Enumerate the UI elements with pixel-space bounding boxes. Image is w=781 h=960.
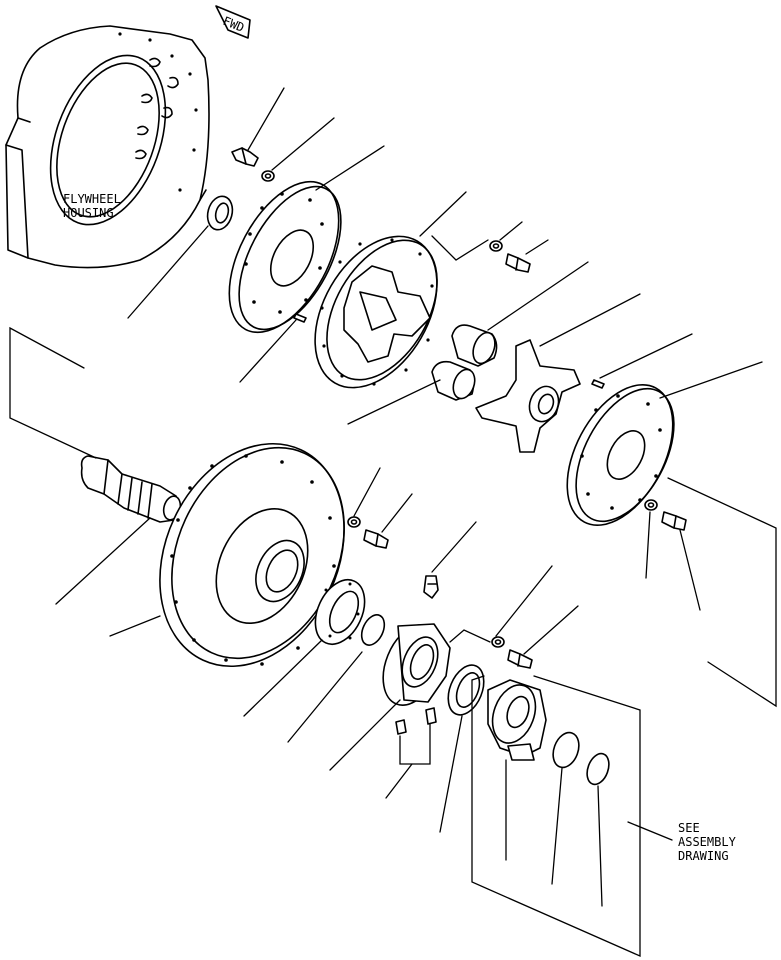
disc-cover (552, 731, 580, 769)
flywheel-housing-label-line1: FLYWHEEL (63, 192, 121, 206)
flywheel-housing: FLYWHEEL HOUSING (5, 25, 210, 269)
grease-fitting (423, 575, 439, 599)
see-assembly-note: SEE ASSEMBLY DRAWING (678, 821, 737, 863)
flex-plate (228, 180, 342, 334)
coupling-assembly (487, 679, 547, 761)
see-assembly-line2: ASSEMBLY (678, 835, 737, 849)
rubber-block-upper (451, 324, 498, 367)
retaining-ring (586, 752, 610, 786)
plug-2 (425, 707, 437, 725)
bolt-top (231, 147, 259, 167)
flex-plate-right (566, 383, 675, 527)
washer-right (644, 499, 658, 511)
rubber-block-lower (431, 360, 476, 401)
input-shaft (80, 455, 182, 523)
dowel-pin-1 (293, 313, 307, 323)
oil-seal (447, 664, 485, 716)
see-assembly-line3: DRAWING (678, 849, 729, 863)
coupling-hub (314, 235, 438, 389)
bearing (314, 579, 366, 645)
pilot-bearing (206, 195, 234, 231)
see-assembly-line1: SEE (678, 821, 700, 835)
washer-top (261, 170, 275, 182)
leader-lines (9, 87, 777, 957)
washer-lower (491, 636, 505, 648)
bearing-housing (382, 623, 451, 706)
dowel-pin-2 (591, 379, 605, 389)
bolt-right (661, 511, 687, 531)
flywheel-housing-label-line2: HOUSING (63, 206, 114, 220)
spider-element (475, 339, 581, 453)
plug-1 (395, 719, 407, 735)
fwd-arrow: FWD (215, 5, 251, 39)
flywheel-adapter (159, 442, 345, 668)
bolt-lower (507, 649, 533, 669)
bolt-center (363, 529, 389, 549)
washer-center (347, 516, 361, 528)
washer-hub (489, 240, 503, 252)
snap-ring (360, 614, 386, 646)
bolt-hub (505, 253, 531, 273)
